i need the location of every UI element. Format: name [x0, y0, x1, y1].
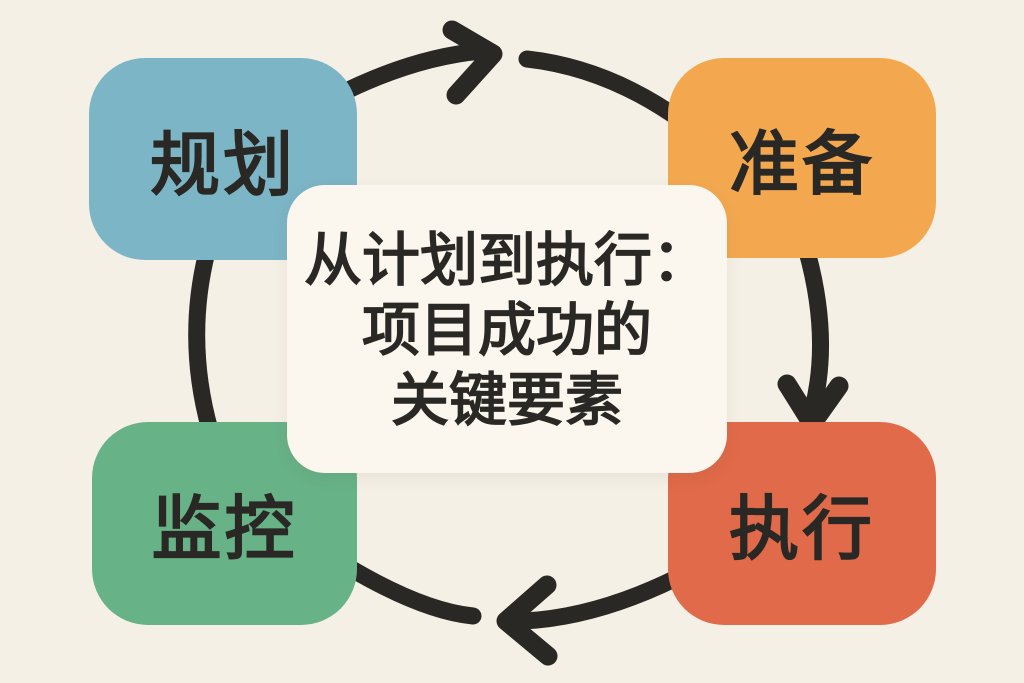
top-arrowhead-icon	[442, 20, 503, 105]
left-arc	[188, 243, 219, 439]
bottom-left-arc	[341, 559, 482, 625]
top-right-arc	[518, 50, 691, 130]
title-line-1: 从计划到执行：	[303, 228, 710, 293]
title-line-2: 项目成功的	[361, 298, 652, 363]
step-label-planning: 规划	[150, 125, 296, 204]
top-arrow-arc	[327, 42, 491, 105]
title-card: 从计划到执行： 项目成功的 关键要素	[287, 185, 727, 473]
title-line-3: 关键要素	[390, 368, 623, 433]
step-label-monitoring: 监控	[151, 490, 298, 568]
step-label-execution: 执行	[729, 490, 875, 568]
right-arrow-arc	[797, 239, 829, 417]
step-label-preparation: 准备	[729, 124, 875, 203]
bottom-arrowhead-icon	[496, 575, 558, 666]
